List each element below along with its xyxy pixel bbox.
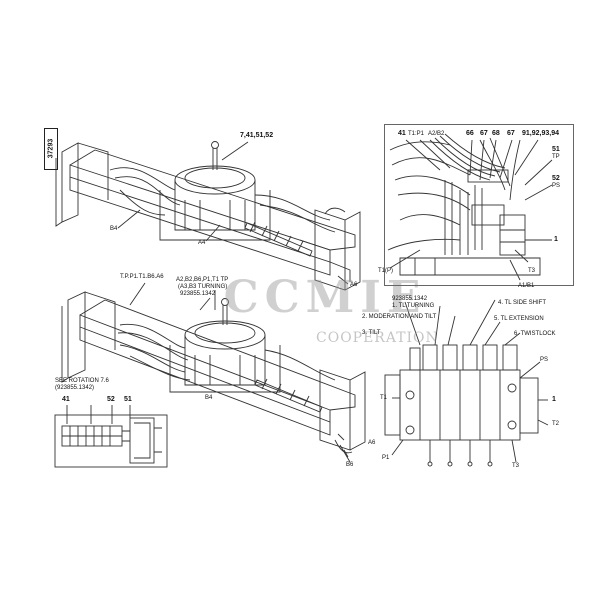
label-lower-41: 41: [62, 396, 70, 403]
detail-label-ps: PS: [552, 183, 561, 189]
valve-part-no: 923855.1342: [392, 296, 428, 302]
label-top-b4: B4: [110, 226, 118, 232]
sheet-id-box: 37293: [44, 128, 58, 170]
valve-sec3: 3. TILT: [362, 330, 381, 336]
valve-port-ps: PS: [540, 357, 549, 363]
callout-lower-ports: T.P.P1.T1.B6.A6: [120, 274, 164, 280]
detail-label-41: 41: [398, 130, 406, 137]
valve-block-lines: [384, 299, 549, 467]
watermark-tagline: COOPERATION: [316, 330, 439, 346]
detail-label-68: 68: [492, 130, 500, 137]
detail-label-tp: TP: [552, 154, 560, 160]
detail-view-frame: [384, 124, 574, 286]
label-lower-b4: B4: [205, 395, 213, 401]
detail-label-67b: 67: [507, 130, 515, 137]
callout-lower-turning-2: (A3,B3 TURNING): [178, 284, 228, 290]
callout-lower-turning-3: 923855.1342: [180, 291, 216, 297]
valve-port-1: 1: [552, 396, 556, 403]
valve-sec1: 1. TL TURNING: [392, 303, 435, 309]
detail-label-a1b1: A1/B1: [518, 283, 535, 289]
callout-top-main: 7,41,51,52: [240, 132, 274, 139]
valve-port-t1: T1: [380, 395, 388, 401]
detail-label-t3: T3: [528, 268, 536, 274]
detail-label-a2b2: A2/B2: [428, 131, 445, 137]
valve-port-t2: T2: [552, 421, 560, 427]
label-lower-a6: A6: [368, 440, 376, 446]
detail-label-52: 52: [552, 175, 560, 182]
label-lower-b6: B6: [346, 462, 354, 468]
detail-label-1: 1: [554, 236, 558, 243]
detail-label-t1p1: T1:P1: [408, 131, 425, 137]
watermark-brand: CCMIE: [223, 272, 427, 323]
lower-spreader-assembly: [61, 291, 366, 463]
rotation-schematic: [54, 405, 168, 468]
sheet-id: 37293: [47, 138, 55, 159]
detail-view-lines: [387, 133, 553, 281]
detail-label-9194: 91,92,93,94: [522, 130, 559, 137]
valve-sec5: 5. TL EXTENSION: [494, 316, 544, 322]
callout-lower-turning: A2,B2,B6,P1,T1 TP: [176, 277, 229, 283]
top-spreader-assembly: [55, 141, 361, 291]
valve-port-p1: P1: [382, 455, 390, 461]
valve-sec6: 6. TWISTLOCK: [514, 331, 556, 337]
valve-port-t3: T3: [512, 463, 520, 469]
detail-label-66: 66: [466, 130, 474, 137]
valve-sec2: 2. MODERATION AND TILT: [362, 314, 437, 320]
label-lower-52: 52: [107, 396, 115, 403]
detail-label-51: 51: [552, 146, 560, 153]
see-rotation-line1: SEE ROTATION 7.6: [55, 378, 109, 384]
valve-sec4: 4. TL SIDE SHIFT: [498, 300, 547, 306]
label-lower-51: 51: [124, 396, 132, 403]
label-top-a4: A4: [198, 240, 206, 246]
detail-label-t1p: T1(P): [378, 268, 393, 274]
label-top-a6: A6: [350, 282, 358, 288]
detail-label-67a: 67: [480, 130, 488, 137]
see-rotation-line2: (923855.1342): [55, 385, 95, 391]
